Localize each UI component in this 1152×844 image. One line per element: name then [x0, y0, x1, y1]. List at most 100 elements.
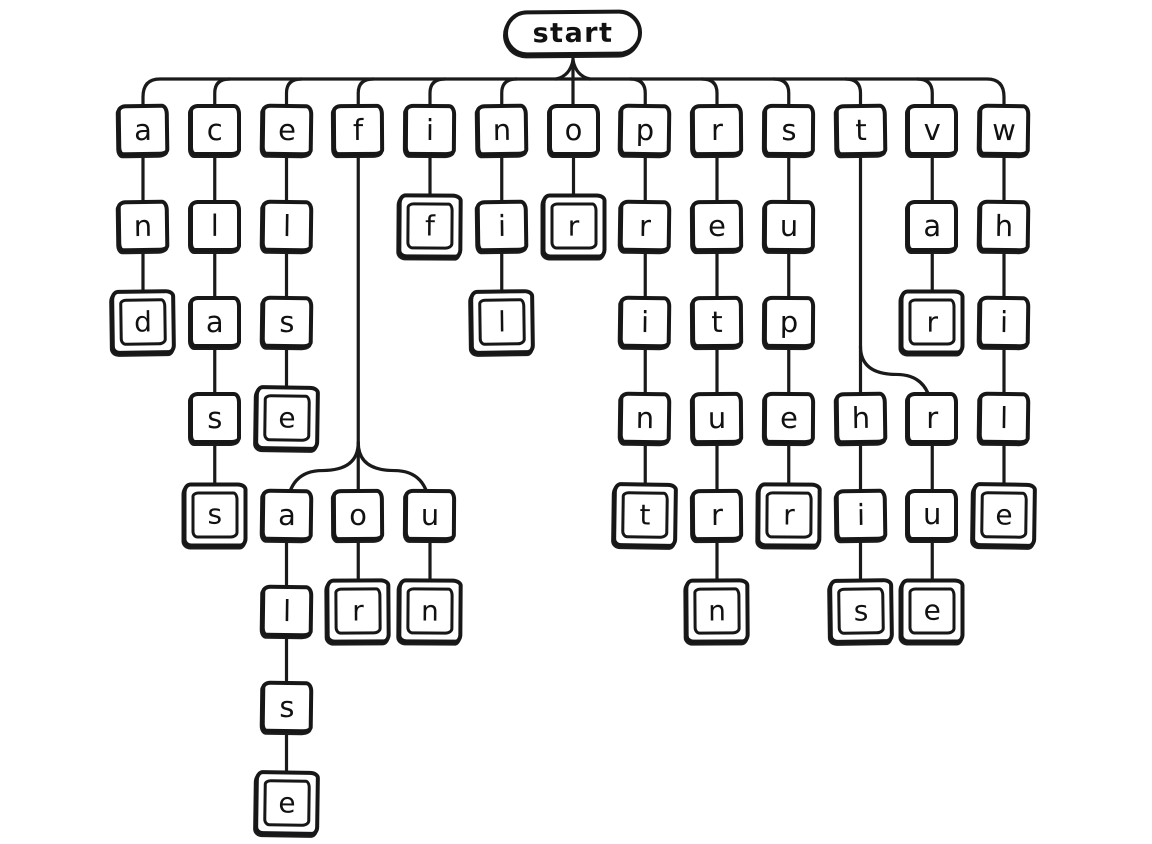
node-letter: r [782, 497, 795, 531]
trie-node-terminal: e [253, 770, 320, 836]
node-letter: s [207, 497, 223, 531]
trie-node: o [547, 104, 600, 156]
trie-node-terminal: t [612, 481, 679, 548]
terminal-inner-box: r [550, 202, 597, 250]
trie-node: r [618, 199, 672, 253]
node-letter: l [282, 208, 291, 243]
node-letter: h [851, 400, 870, 436]
node-letter: s [852, 593, 869, 627]
trie-node: n [618, 392, 672, 445]
node-letter: i [856, 496, 865, 532]
trie-node: l [260, 199, 313, 253]
terminal-inner-box: r [334, 587, 382, 635]
trie-node: h [977, 199, 1031, 253]
node-letter: r [710, 112, 724, 147]
trie-node: e [260, 103, 313, 157]
node-letter: r [567, 209, 580, 243]
trie-node: f [332, 103, 385, 157]
node-letter: s [278, 689, 295, 724]
trie-node: r [690, 488, 744, 541]
node-letter: p [779, 304, 799, 339]
node-letter: a [133, 112, 153, 147]
terminal-inner-box: n [406, 587, 454, 635]
node-letter: e [923, 593, 941, 627]
trie-node: a [116, 103, 170, 157]
trie-node-terminal: l [468, 289, 535, 356]
node-letter: w [991, 112, 1017, 147]
trie-node: i [834, 488, 887, 541]
node-letter: u [707, 400, 727, 435]
node-letter: r [926, 400, 939, 435]
trie-edge [700, 77, 719, 132]
trie-node: u [403, 488, 457, 541]
trie-edge [628, 77, 647, 132]
terminal-inner-box: e [262, 394, 311, 443]
trie-node-terminal: e [899, 578, 965, 644]
trie-edge [772, 77, 791, 132]
terminal-inner-box: t [621, 490, 670, 539]
trie-node: h [834, 392, 887, 445]
terminal-inner-box: e [262, 779, 311, 827]
trie-node: t [834, 103, 887, 157]
node-letter: i [425, 112, 435, 147]
trie-edge [500, 77, 519, 132]
node-letter: l [282, 593, 291, 628]
trie-node: u [762, 199, 815, 253]
node-letter: i [999, 304, 1009, 339]
node-letter: l [999, 400, 1009, 435]
trie-node: u [690, 392, 744, 445]
start-label: start [532, 17, 614, 49]
terminal-inner-box: d [119, 298, 167, 347]
node-letter: l [210, 208, 219, 243]
node-letter: o [349, 496, 368, 532]
trie-node: o [332, 488, 385, 541]
trie-edge [428, 77, 447, 132]
node-letter: p [635, 112, 655, 147]
trie-node: v [906, 104, 959, 156]
trie-edge [843, 77, 863, 132]
node-letter: f [353, 112, 364, 147]
terminal-inner-box: e [980, 490, 1028, 539]
trie-node: u [906, 488, 959, 541]
node-letter: r [710, 497, 724, 532]
trie-node-terminal: s [827, 577, 894, 644]
node-letter: u [923, 497, 942, 532]
trie-node-terminal: e [253, 385, 320, 452]
node-letter: l [497, 305, 506, 339]
trie-node: r [690, 103, 744, 157]
terminal-inner-box: s [191, 491, 239, 539]
node-letter: h [994, 208, 1014, 243]
terminal-inner-box: f [406, 202, 454, 250]
trie-node: s [762, 103, 815, 157]
node-letter: a [923, 208, 942, 243]
node-letter: i [640, 304, 650, 339]
node-letter: s [278, 304, 295, 339]
node-letter: a [277, 496, 296, 532]
node-letter: c [206, 112, 223, 147]
node-letter: o [564, 112, 583, 147]
trie-node: n [475, 103, 529, 157]
trie-node: e [762, 392, 815, 445]
trie-node: i [977, 295, 1031, 349]
node-letter: e [995, 497, 1013, 531]
trie-node-terminal: e [971, 481, 1037, 548]
trie-node-terminal: n [684, 577, 750, 644]
node-letter: n [421, 593, 439, 627]
trie-node: i [475, 199, 529, 253]
trie-edge [554, 58, 575, 81]
trie-node: p [762, 296, 815, 349]
trie-node: a [188, 296, 241, 349]
trie-node-terminal: r [756, 481, 822, 548]
node-letter: e [277, 401, 296, 435]
node-letter: a [205, 304, 224, 339]
node-letter: s [207, 400, 223, 435]
trie-node: s [188, 392, 241, 445]
trie-node: l [188, 200, 241, 253]
trie-node: l [260, 584, 313, 638]
node-letter: e [277, 785, 296, 820]
trie-node: p [618, 103, 672, 157]
node-letter: r [926, 305, 938, 339]
node-letter: i [497, 208, 507, 243]
trie-edge [284, 77, 304, 132]
